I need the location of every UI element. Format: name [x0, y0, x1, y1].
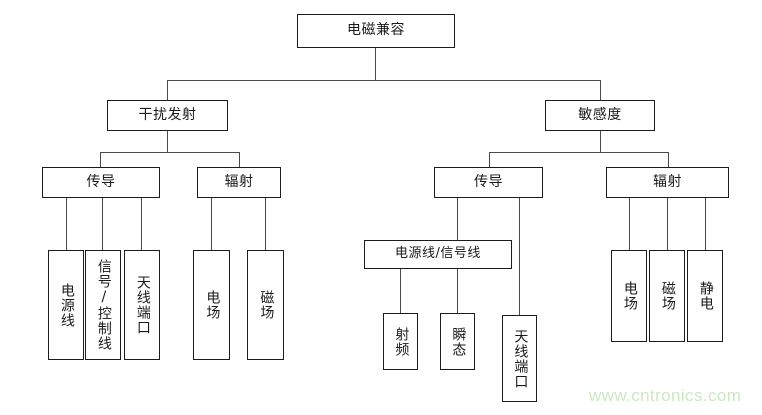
node-susceptibility-label: 敏感度 — [578, 106, 622, 123]
node-susceptibility[interactable]: 敏感度 — [545, 100, 655, 131]
edge-susc-cond-to-powersignal — [457, 198, 459, 240]
node-emission[interactable]: 干扰发射 — [107, 100, 228, 131]
edge-to-emission-conducted — [100, 152, 102, 167]
edge-susceptibility-bus — [489, 152, 669, 154]
node-emission-radiated-label: 辐射 — [224, 173, 254, 190]
edge-to-emission — [167, 80, 169, 102]
node-emission-cond-power-line-label: 电源线 — [58, 282, 75, 328]
edge-powersignal-to-rf — [400, 269, 402, 313]
node-emission-rad-hfield-label: 磁场 — [258, 290, 275, 320]
node-susc-rad-efield[interactable]: 电场 — [611, 250, 647, 342]
node-emission-rad-hfield[interactable]: 磁场 — [247, 250, 284, 360]
node-emission-rad-efield-label: 电场 — [204, 290, 221, 320]
node-susc-rad-esd-label: 静电 — [697, 281, 714, 311]
edge-to-susc-conducted — [489, 152, 491, 167]
node-susc-radiated-label: 辐射 — [653, 173, 682, 190]
edge-level1-bus — [167, 80, 601, 82]
node-emission-cond-signal-control-line-label: 信号/控制线 — [95, 259, 112, 351]
node-emission-radiated[interactable]: 辐射 — [197, 167, 281, 198]
node-emission-cond-antenna-port[interactable]: 天线端口 — [124, 250, 160, 360]
node-emission-cond-antenna-port-label: 天线端口 — [134, 275, 151, 335]
node-emission-cond-signal-control-line[interactable]: 信号/控制线 — [85, 250, 121, 360]
node-susc-cond-power-signal-line-label: 电源线/信号线 — [395, 246, 481, 262]
node-susc-cond-rf[interactable]: 射频 — [383, 313, 418, 370]
node-root[interactable]: 电磁兼容 — [297, 14, 455, 48]
node-susc-conducted-label: 传导 — [474, 173, 503, 190]
edge-susc-cond-to-antenna — [519, 198, 521, 315]
edge-susc-rad-3 — [705, 198, 707, 250]
edge-susceptibility-stem — [600, 131, 602, 153]
node-emission-cond-power-line[interactable]: 电源线 — [48, 250, 84, 360]
node-susc-cond-antenna-port-label: 天线端口 — [512, 328, 529, 389]
edge-to-susceptibility — [600, 80, 602, 102]
edge-emission-cond-1 — [66, 198, 68, 250]
node-susc-rad-efield-label: 电场 — [621, 281, 638, 311]
edge-to-emission-radiated — [239, 152, 241, 167]
node-susc-cond-transient[interactable]: 瞬态 — [440, 313, 475, 370]
node-susc-cond-rf-label: 射频 — [393, 326, 410, 357]
node-emission-conducted-label: 传导 — [86, 173, 116, 190]
watermark: www.cntronics.com — [589, 386, 742, 405]
node-susc-rad-hfield[interactable]: 磁场 — [649, 250, 685, 342]
edge-powersignal-to-transient — [457, 269, 459, 313]
node-susc-radiated[interactable]: 辐射 — [606, 167, 729, 198]
node-susc-rad-esd[interactable]: 静电 — [687, 250, 723, 342]
node-emission-label: 干扰发射 — [138, 106, 197, 123]
edge-emission-rad-1 — [211, 198, 213, 250]
node-susc-rad-hfield-label: 磁场 — [659, 281, 676, 311]
node-emission-rad-efield[interactable]: 电场 — [193, 250, 230, 360]
node-emission-conducted[interactable]: 传导 — [42, 167, 160, 198]
edge-emission-bus — [100, 152, 240, 154]
edge-emission-cond-2 — [102, 198, 104, 250]
edge-emission-rad-2 — [265, 198, 267, 250]
node-susc-conducted[interactable]: 传导 — [434, 167, 543, 198]
node-susc-cond-antenna-port[interactable]: 天线端口 — [502, 315, 537, 402]
node-susc-cond-power-signal-line[interactable]: 电源线/信号线 — [364, 240, 512, 269]
edge-to-susc-radiated — [668, 152, 670, 167]
node-susc-cond-transient-label: 瞬态 — [450, 326, 467, 357]
edge-susc-rad-1 — [629, 198, 631, 250]
edge-emission-cond-3 — [141, 198, 143, 250]
edge-emission-stem — [167, 131, 169, 153]
edge-susc-rad-2 — [667, 198, 669, 250]
node-root-label: 电磁兼容 — [347, 22, 405, 39]
edge-root-stem — [375, 48, 377, 81]
